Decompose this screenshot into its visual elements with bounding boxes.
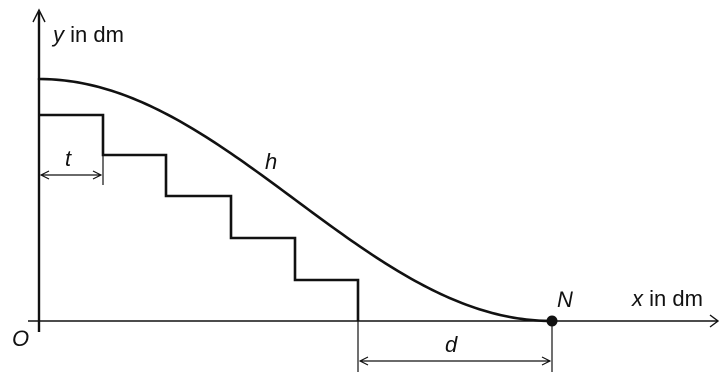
dimension-label-d: d xyxy=(445,332,458,357)
point-n xyxy=(546,315,558,327)
curve-h xyxy=(37,77,554,323)
curve-label-h: h xyxy=(265,149,277,174)
x-axis-label: x in dm xyxy=(631,286,703,311)
dimension-t xyxy=(41,115,104,185)
origin-label: O xyxy=(12,326,29,351)
staircase xyxy=(39,113,360,321)
x-axis xyxy=(28,314,720,328)
point-label-n: N xyxy=(557,287,573,312)
dimension-label-t: t xyxy=(65,146,72,171)
y-axis-label: y in dm xyxy=(51,22,124,47)
dimension-d xyxy=(357,321,553,372)
y-axis xyxy=(32,8,46,332)
